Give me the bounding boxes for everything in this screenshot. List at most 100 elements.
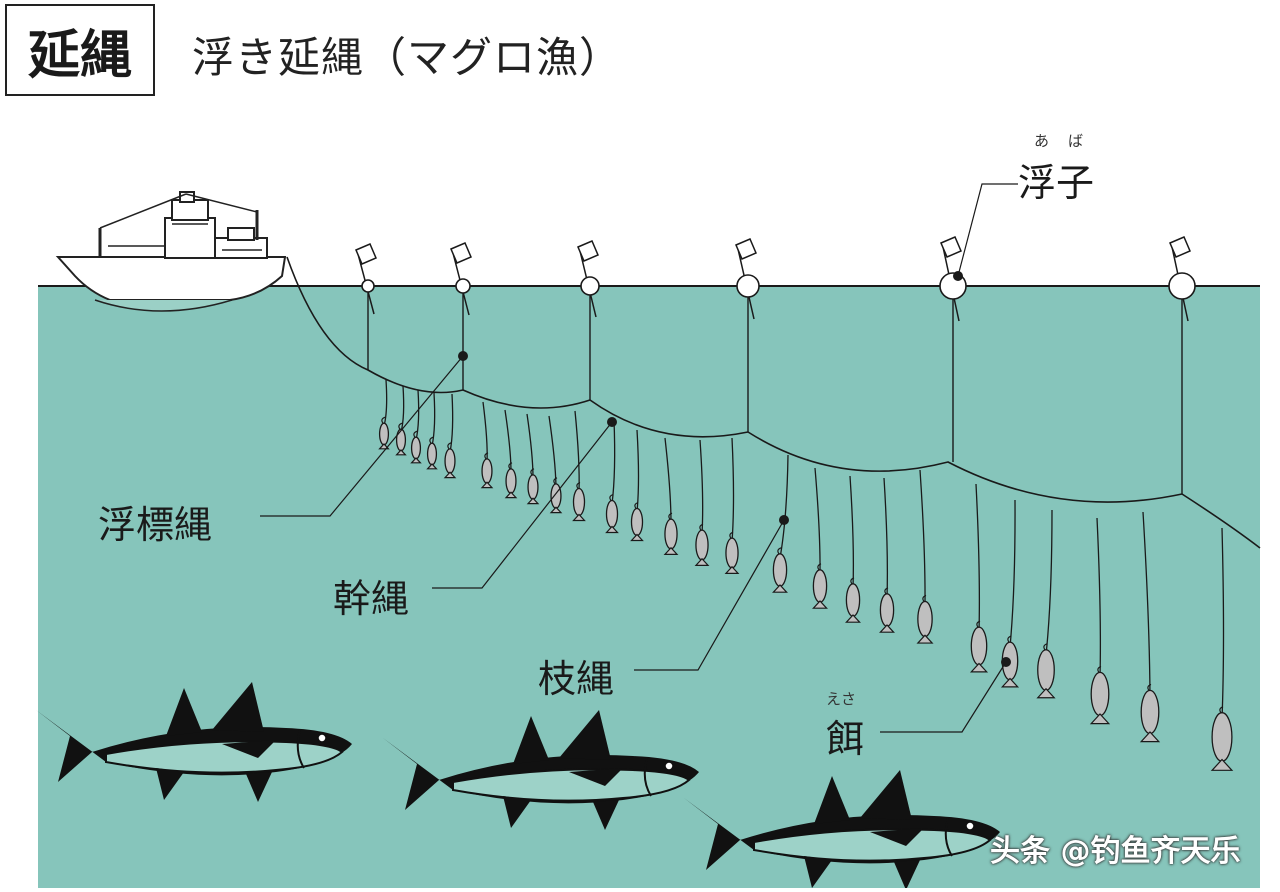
label-buoy-line: 浮標縄 <box>98 503 213 547</box>
branch-line <box>1221 527 1225 720</box>
flag-buoy-icon <box>450 242 472 264</box>
leader-layer <box>260 183 1018 733</box>
branch-line <box>919 469 926 607</box>
bait-fish-icon <box>444 448 456 474</box>
bait-tail <box>1036 687 1056 699</box>
tuna-pelvic-fin <box>593 800 619 830</box>
branch-line <box>636 429 640 513</box>
bait-tail <box>630 533 644 542</box>
tuna-belly <box>105 740 344 774</box>
tuna-gill <box>643 757 652 797</box>
tuna-eye <box>664 761 674 771</box>
ship-icon <box>55 191 287 312</box>
leader-dot <box>779 515 789 525</box>
bait-hook <box>381 416 386 424</box>
bait-tail <box>1210 758 1234 771</box>
bait-hook <box>777 547 782 555</box>
branch-line-layer <box>378 379 1234 771</box>
bait-tail <box>772 584 788 593</box>
bait-hook <box>530 468 535 476</box>
branch-line <box>574 410 580 493</box>
branch-line <box>1045 509 1053 656</box>
bait-fish-icon <box>527 474 539 500</box>
tuna-eye <box>317 733 327 743</box>
tuna-icon <box>383 710 699 830</box>
bait-hook <box>850 577 855 585</box>
bait-fish-icon <box>879 593 895 627</box>
tuna-anal-fin <box>503 796 531 828</box>
bait-hook <box>1007 635 1012 643</box>
bait-tail <box>812 600 828 609</box>
leader-line <box>260 355 464 517</box>
tuna-gill <box>944 817 953 857</box>
tuna-anal-fin <box>804 856 832 888</box>
bait-hook <box>1147 683 1152 691</box>
bait-hook <box>634 501 639 509</box>
bait-fish-icon <box>481 458 493 484</box>
sea-area <box>38 286 1260 888</box>
bait-tail <box>526 497 540 505</box>
bait-tail <box>504 491 518 499</box>
bait-fish-icon <box>812 569 828 603</box>
float-ball <box>580 276 600 296</box>
leader-dot <box>458 351 468 361</box>
branch-line <box>731 437 735 543</box>
label-branch-line: 枝縄 <box>538 657 615 701</box>
float-ruby: あ ば <box>1034 132 1086 150</box>
subtitle-text: 浮き延縄（マグロ漁） <box>192 33 623 82</box>
bait-hook <box>1097 665 1102 673</box>
bait-tail <box>572 513 586 522</box>
flag-buoy-icon <box>940 236 962 258</box>
title-text: 延縄 <box>27 25 132 86</box>
tuna-eye <box>965 821 975 831</box>
tuna-gill <box>296 729 305 769</box>
bait-fish-icon <box>410 436 422 460</box>
watermark: 头条 @钓鱼齐天乐 <box>990 834 1241 869</box>
label-bait: 餌 <box>826 717 865 761</box>
leader-dot <box>953 271 963 281</box>
leader-line <box>957 183 1018 277</box>
bait-fish-icon <box>550 483 562 509</box>
bait-fish-icon <box>845 583 861 617</box>
bait-hook <box>922 594 927 602</box>
tuna-dorsal-fin <box>513 716 549 764</box>
bait-fish-icon <box>426 442 438 466</box>
bait-tail <box>1139 731 1161 743</box>
bait-tail <box>845 614 861 623</box>
branch-line <box>1009 499 1016 648</box>
float-ball <box>455 278 471 294</box>
tuna-pelvic-fin <box>894 860 920 890</box>
bait-hook <box>1219 706 1224 714</box>
bait-fish-icon <box>772 553 788 587</box>
branch-line <box>779 454 789 559</box>
leader-line <box>880 661 1007 733</box>
tuna-dorsal-fin <box>166 688 202 736</box>
bait-fish-icon <box>917 600 933 638</box>
bait-fish-icon <box>630 507 644 537</box>
branch-line <box>664 437 672 524</box>
bait-fish-icon <box>1140 689 1160 735</box>
bait-fish-icon <box>970 626 988 666</box>
tuna-dorsal-fin <box>814 776 850 824</box>
bait-hook <box>699 523 704 531</box>
tuna-second-fin <box>212 682 264 732</box>
bait-tail <box>969 662 989 673</box>
branch-line <box>699 439 704 535</box>
float-ball <box>736 274 760 298</box>
bait-hook <box>508 462 513 470</box>
bait-hook <box>484 452 489 460</box>
bait-ruby: えさ <box>826 690 857 708</box>
flag-buoy-icon <box>1169 236 1191 258</box>
bait-tail <box>694 557 710 566</box>
tuna-second-fin <box>860 770 912 820</box>
bait-tail <box>663 546 679 555</box>
line-layer <box>286 256 1261 549</box>
label-float: 浮子 <box>1018 161 1095 205</box>
bait-fish-icon <box>378 422 390 446</box>
branch-line <box>1142 511 1151 697</box>
bait-tail <box>426 463 438 470</box>
bait-fish-icon <box>695 529 709 561</box>
bait-hook <box>817 563 822 571</box>
flag-buoy-icon <box>577 240 599 262</box>
tuna-anal-fin <box>156 768 184 800</box>
